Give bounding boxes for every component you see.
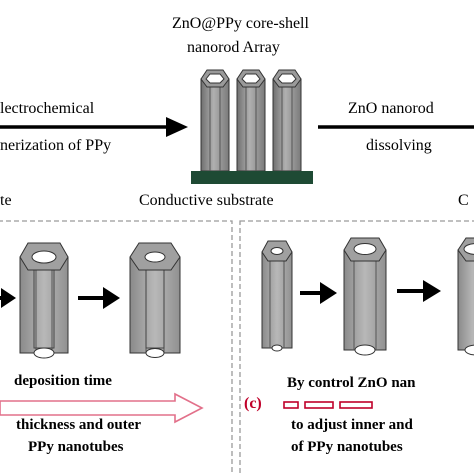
conductive-substrate (191, 171, 313, 184)
right-edge-text: C (458, 192, 469, 209)
nanorod-array (200, 69, 302, 172)
panel-b-frame (0, 220, 233, 474)
panel-b-arrow-2 (78, 287, 120, 309)
right-label-line2: dissolving (366, 137, 432, 154)
left-label-line2: nerization of PPy (0, 137, 112, 154)
panel-c-tube-1 (261, 240, 293, 352)
nanorod-3 (272, 69, 302, 172)
nanorod-1 (200, 69, 230, 172)
panel-c-tube-3-partial (457, 237, 474, 356)
panel-b-hollow-arrow (0, 392, 204, 424)
panel-c-caption-line2: to adjust inner and (291, 417, 413, 433)
panel-c-frame (239, 220, 474, 474)
array-title-line1: ZnO@PPy core-shell (172, 15, 309, 32)
panel-c-marker: (c) (244, 395, 262, 412)
panel-b-arrow-1 (0, 288, 16, 308)
panel-c-caption-line1: By control ZnO nan (287, 375, 416, 391)
panel-c-arrow-1 (300, 282, 337, 304)
left-edge-text: te (0, 192, 12, 209)
panel-c-arrow-2 (397, 280, 441, 302)
array-title-line2: nanorod Array (187, 39, 280, 56)
nanorod-2 (236, 69, 266, 172)
panel-b-caption-line2: thickness and outer (16, 417, 142, 433)
panel-c-caption-line3: of PPy nanotubes (291, 439, 403, 455)
panel-b-tube-2 (129, 242, 181, 358)
arrow-electrochemical (0, 117, 188, 137)
right-label-line1: ZnO nanorod (348, 100, 434, 117)
panel-c-tube-2 (343, 237, 387, 356)
panel-b-caption-line1: deposition time (14, 373, 112, 389)
left-label-line1: lectrochemical (0, 100, 95, 117)
panel-b-caption-line3: PPy nanotubes (28, 439, 124, 455)
substrate-label: Conductive substrate (139, 192, 274, 209)
panel-c-dashed-marker (283, 401, 373, 409)
panel-b-tube-1 (19, 242, 69, 359)
